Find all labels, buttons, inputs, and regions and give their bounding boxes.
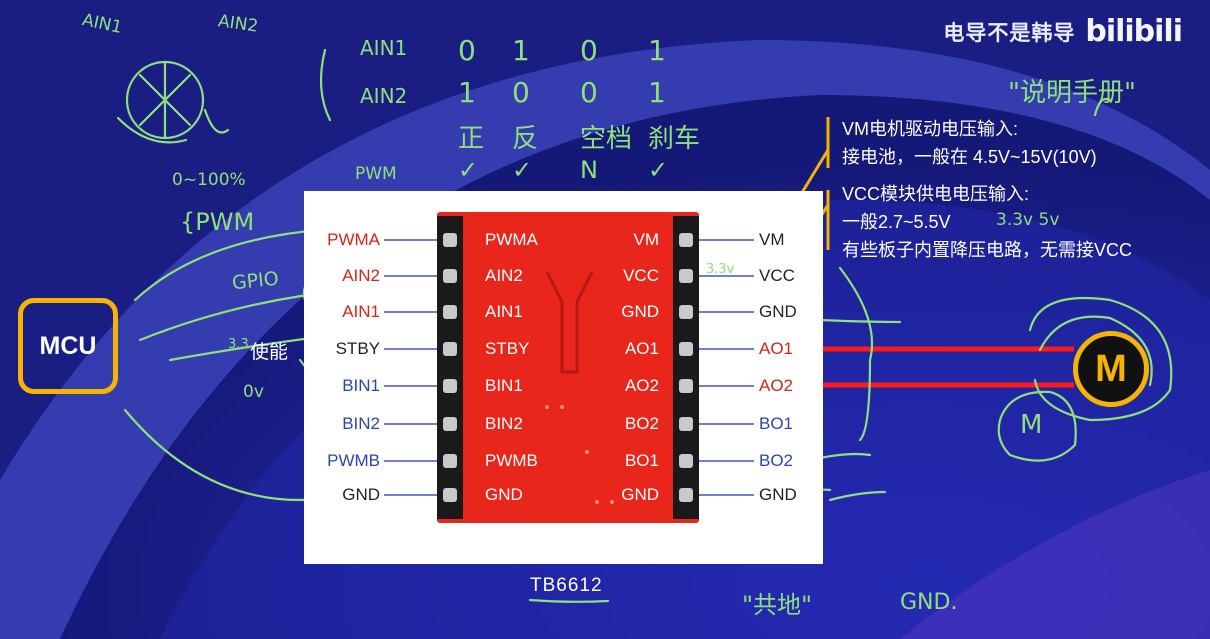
vm-note-line2: 接电池，一般在 4.5V~15V(10V) — [842, 147, 1097, 167]
header-pin — [443, 417, 457, 431]
board-left-pin-gnd-label: GND — [485, 485, 523, 504]
header-pin — [443, 379, 457, 393]
chip-name: TB6612 — [530, 575, 603, 596]
hw-ain1-value-0: 0 — [458, 34, 476, 67]
hw-manual: "说明手册" — [1008, 78, 1136, 108]
hw-vcc-3v3: 3.3v — [706, 262, 735, 277]
hw-3v3: 3.3 — [228, 337, 249, 352]
left-pin-bin2-label: BIN2 — [342, 414, 380, 433]
header-pin — [679, 488, 693, 502]
header-pin — [443, 233, 457, 247]
board-left-pin-bin2-label: BIN2 — [485, 414, 523, 433]
right-pin-vcc-label: VCC — [759, 266, 795, 285]
board-left-pin-ain2-label: AIN2 — [485, 266, 523, 285]
vcc-note-line3: 有些板子内置降压电路，无需接VCC — [842, 240, 1133, 260]
right-pin-bo1-label: BO1 — [759, 414, 794, 433]
bilibili-watermark: 电导不是韩导 bilibili — [943, 14, 1183, 49]
left-pin-stby-label: STBY — [335, 339, 380, 358]
hw-ain1-value-3: 1 — [648, 34, 666, 67]
hw-ain1-value-2: 0 — [580, 34, 598, 67]
board-right-pin-bo2-label: BO2 — [624, 414, 659, 433]
header-pin — [443, 454, 457, 468]
motor-symbol: M — [1073, 331, 1149, 407]
board-right-pin-ao1-label: AO1 — [624, 339, 659, 358]
board-right-pin-bo1-label: BO1 — [624, 451, 659, 470]
hw-3v3-5v: 3.3v 5v — [996, 210, 1060, 230]
hw-motor-2: M — [1020, 410, 1043, 440]
right-pin-ao2-label: AO2 — [759, 376, 794, 395]
hw-pwm-mark-0: ✓ — [458, 156, 479, 184]
left-pin-pwmb-label: PWMB — [327, 451, 380, 470]
vm-note-line1: VM电机驱动电压输入: — [842, 119, 1019, 139]
vcc-note-line2: 一般2.7~5.5V — [842, 212, 951, 232]
header-pin — [679, 379, 693, 393]
enable-label: 使能 — [250, 342, 289, 363]
header-pin — [443, 305, 457, 319]
left-pin-ain2-label: AIN2 — [342, 266, 380, 285]
hw-ain2-value-3: 1 — [648, 76, 666, 109]
header-pin — [679, 342, 693, 356]
hw-gnd: GND. — [900, 590, 958, 615]
header-pin — [679, 454, 693, 468]
hw-row-ain2: AIN2 — [360, 84, 408, 108]
hw-mode-0: 正 — [458, 124, 485, 154]
left-pin-pwma-label: PWMA — [327, 230, 380, 249]
left-pin-bin1-label: BIN1 — [342, 376, 380, 395]
board-headers — [437, 216, 699, 519]
vcc-note-line1: VCC模块供电电压输入: — [842, 184, 1030, 204]
header-pin — [679, 305, 693, 319]
right-pin-gnd-label: GND — [759, 485, 797, 504]
board-right-pin-vcc-label: VCC — [623, 266, 659, 285]
board-left-pin-ain1-label: AIN1 — [485, 302, 523, 321]
header-pin — [443, 342, 457, 356]
board-left-pin-pwmb-label: PWMB — [485, 451, 538, 470]
left-pin-gnd-label: GND — [342, 485, 380, 504]
board-left-pin-bin1-label: BIN1 — [485, 376, 523, 395]
hw-ain1-value-1: 1 — [512, 34, 530, 67]
right-pin-ao1-label: AO1 — [759, 339, 794, 358]
hw-pwm-mark-2: N — [580, 156, 598, 184]
board-left-pin-pwma-label: PWMA — [485, 230, 538, 249]
pin-leader-lines — [384, 239, 754, 496]
hw-common-ground: "共地" — [742, 591, 813, 619]
left-pin-ain1-label: AIN1 — [342, 302, 380, 321]
hw-mode-1: 反 — [512, 124, 539, 154]
hw-range: 0~100% — [172, 170, 246, 190]
hw-pwm-row: PWM — [355, 164, 397, 184]
header-pin — [443, 488, 457, 502]
right-pin-vm-label: VM — [759, 230, 785, 249]
hw-0v: 0v — [243, 382, 264, 402]
board-left-pin-stby-label: STBY — [485, 339, 530, 358]
bilibili-logo: bilibili — [1085, 14, 1183, 49]
right-pin-gnd-label: GND — [759, 302, 797, 321]
hw-pwm: {PWM — [180, 208, 255, 236]
header-pin — [443, 269, 457, 283]
header-pin — [679, 417, 693, 431]
mcu-block: MCU — [18, 298, 118, 394]
hw-ain2-value-0: 1 — [458, 76, 476, 109]
header-pin — [679, 233, 693, 247]
board-right-pin-gnd-label: GND — [621, 485, 659, 504]
channel-name: 电导不是韩导 — [943, 21, 1076, 45]
board-right-pin-vm-label: VM — [633, 230, 660, 249]
right-pin-bo2-label: BO2 — [759, 451, 794, 470]
board-right-pin-ao2-label: AO2 — [624, 376, 659, 395]
header-pin — [679, 269, 693, 283]
hw-mode-3: 刹车 — [648, 124, 701, 154]
hw-ain2-value-2: 0 — [580, 76, 598, 109]
hw-row-ain1: AIN1 — [360, 36, 408, 60]
hw-mode-2: 空档 — [580, 124, 633, 154]
board-right-pin-gnd-label: GND — [621, 302, 659, 321]
hw-pwm-mark-3: ✓ — [648, 156, 669, 184]
hw-pwm-mark-1: ✓ — [512, 156, 533, 184]
hw-ain2-value-1: 0 — [512, 76, 530, 109]
